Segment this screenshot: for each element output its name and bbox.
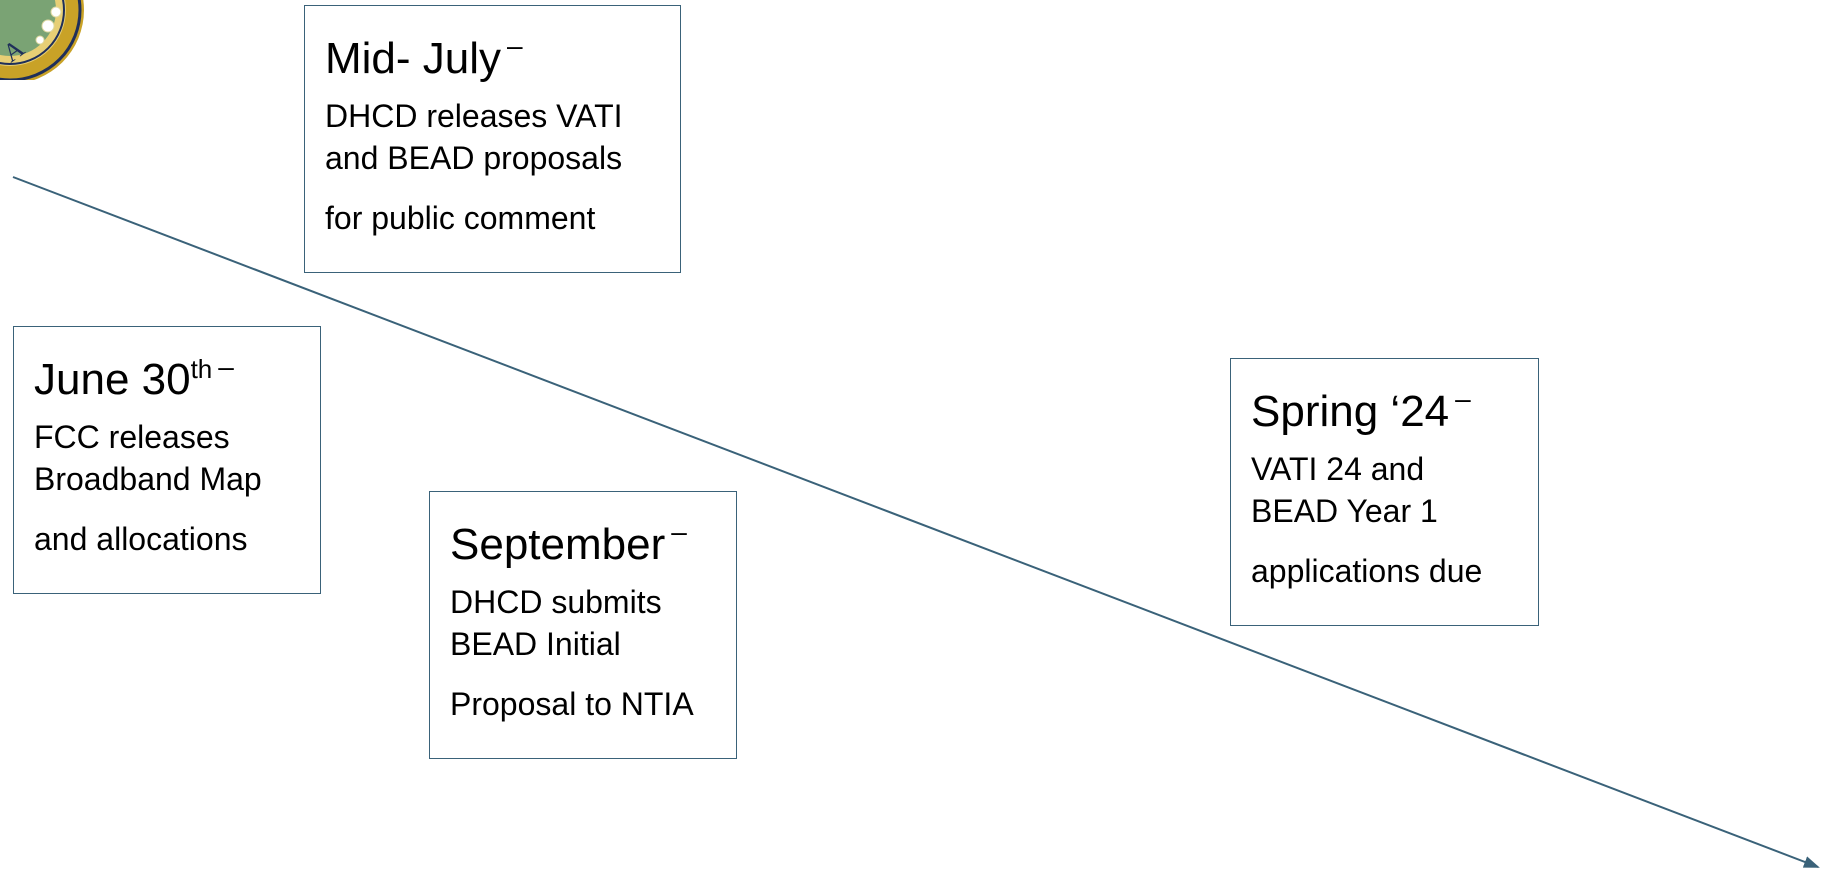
heading-dash: – xyxy=(1455,383,1471,414)
heading-dash: – xyxy=(671,516,687,547)
virginia-seal-icon: A xyxy=(0,0,100,80)
milestone-text-line: Proposal to NTIA xyxy=(450,686,694,722)
timeline-line xyxy=(12,176,1820,868)
milestone-text-line: BEAD Year 1 xyxy=(1251,493,1438,529)
milestone-text-line: for public comment xyxy=(325,200,596,236)
milestone-text-line: and allocations xyxy=(34,521,248,557)
milestone-heading: September– xyxy=(450,506,718,571)
milestone-date: June 30 xyxy=(34,355,191,404)
milestone-heading: Spring ‘24– xyxy=(1251,373,1520,438)
milestone-text-line: and BEAD proposals xyxy=(325,140,623,176)
milestone-mid-july: Mid- July– DHCD releases VATI and BEAD p… xyxy=(304,5,681,273)
milestone-text-line: applications due xyxy=(1251,553,1483,589)
heading-dash: – xyxy=(218,351,234,382)
milestone-heading: Mid- July– xyxy=(325,20,662,85)
milestone-text-line: FCC releases xyxy=(34,419,230,455)
milestone-text-line: Broadband Map xyxy=(34,461,262,497)
date-suffix: th xyxy=(190,354,213,384)
milestone-june: June 30th– FCC releases Broadband Map an… xyxy=(13,326,321,594)
milestone-date: Mid- July xyxy=(325,34,502,83)
milestone-text-line: BEAD Initial xyxy=(450,626,621,662)
milestone-date: September xyxy=(450,520,666,569)
milestone-text-line: VATI 24 and xyxy=(1251,451,1425,487)
milestone-text-line: DHCD submits xyxy=(450,584,662,620)
milestone-september: September– DHCD submits BEAD Initial Pro… xyxy=(429,491,737,759)
heading-dash: – xyxy=(507,30,523,61)
milestone-spring-24: Spring ‘24– VATI 24 and BEAD Year 1 appl… xyxy=(1230,358,1539,626)
milestone-text-line: DHCD releases VATI xyxy=(325,98,623,134)
milestone-date: Spring ‘24 xyxy=(1251,387,1450,436)
milestone-heading: June 30th– xyxy=(34,341,302,406)
